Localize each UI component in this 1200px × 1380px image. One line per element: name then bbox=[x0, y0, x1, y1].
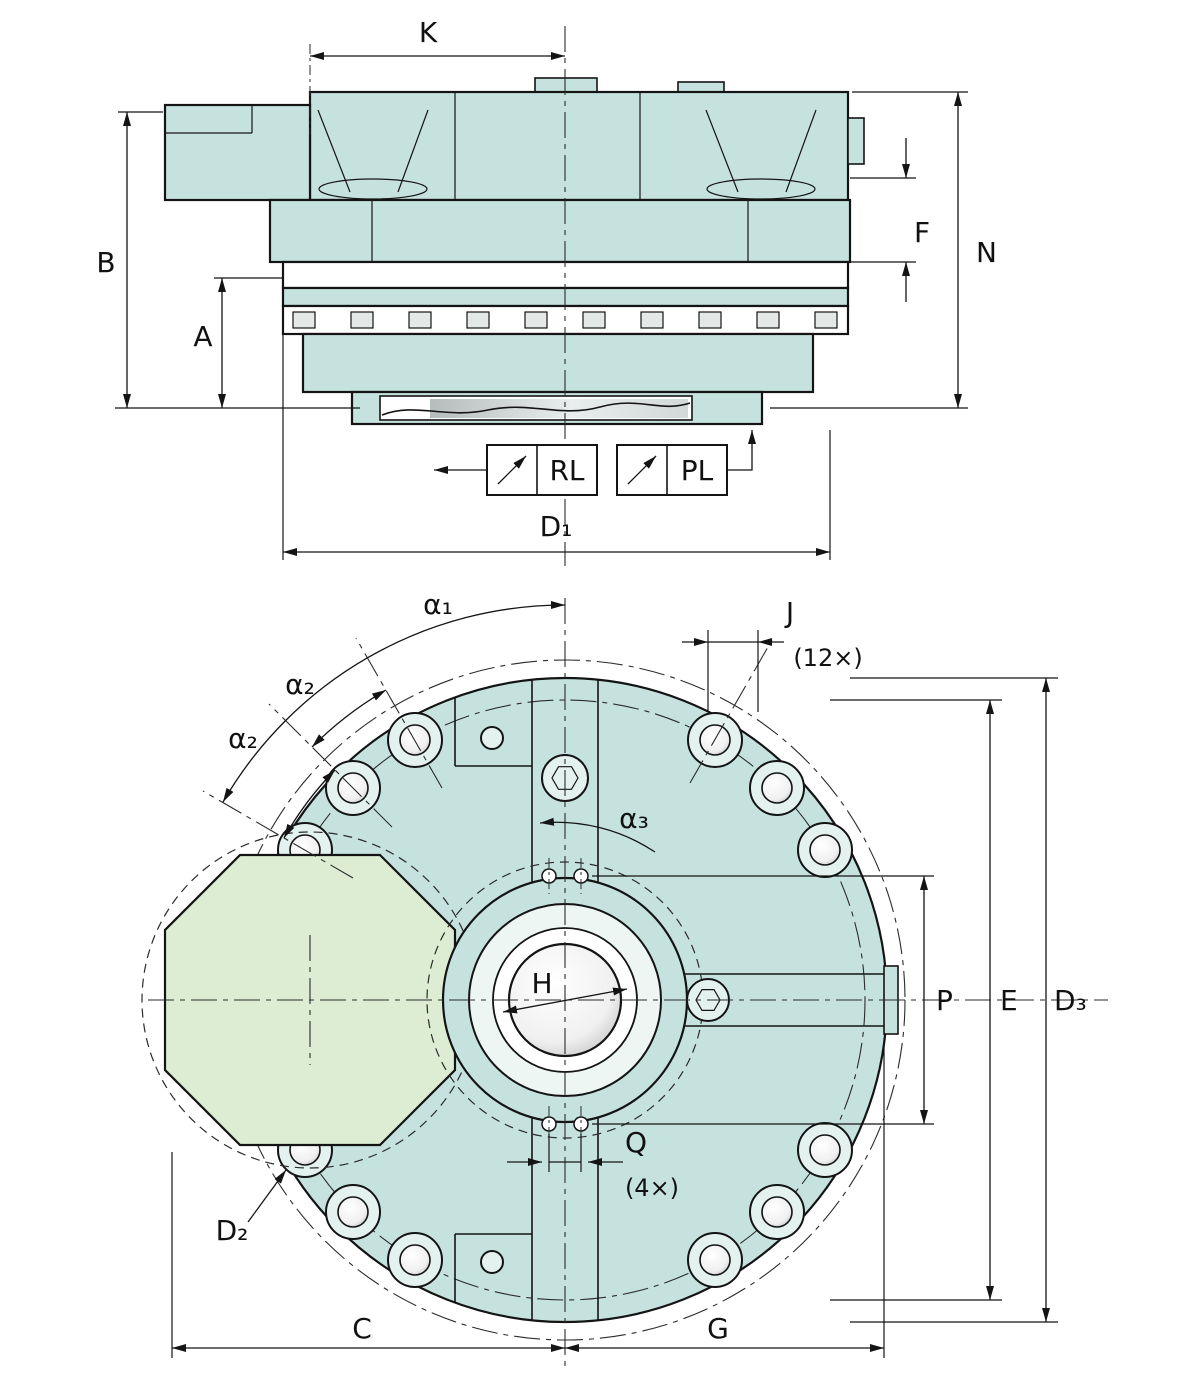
dim-label-N: N bbox=[976, 236, 997, 269]
front-view: α₁ α₂ α₂ α₃ J (12×) H bbox=[141, 588, 1108, 1368]
dim-label-alpha2b: α₂ bbox=[228, 722, 258, 755]
housing-body bbox=[163, 77, 865, 426]
dimension-B: B bbox=[96, 111, 360, 409]
port-indicator-RL: RL bbox=[434, 444, 598, 496]
bolt-hole bbox=[325, 1184, 381, 1240]
dim-label-E: E bbox=[1000, 984, 1018, 1017]
bolt-circle bbox=[264, 699, 866, 1301]
dim-label-A: A bbox=[193, 320, 212, 353]
bolt-stud bbox=[350, 311, 374, 329]
dim-label-F: F bbox=[914, 216, 930, 249]
dim-label-G: G bbox=[707, 1312, 729, 1345]
dim-label-B: B bbox=[96, 246, 115, 279]
bolt-stud bbox=[640, 311, 664, 329]
dimension-H: H bbox=[502, 967, 628, 1014]
side-section-view: K B A F N bbox=[96, 16, 997, 566]
dim-label-D1: D₁ bbox=[540, 510, 573, 543]
dimension-alpha2-a: α₂ bbox=[285, 668, 387, 748]
output-shaft bbox=[430, 399, 688, 418]
dim-label-D3: D₃ bbox=[1054, 984, 1087, 1017]
dim-label-P: P bbox=[936, 984, 953, 1017]
dimension-E: E bbox=[830, 699, 1018, 1301]
pin-hole bbox=[480, 1250, 504, 1274]
indicator-arrow-icon bbox=[627, 455, 657, 485]
dim-label-Q-count: (4×) bbox=[625, 1174, 679, 1202]
dim-label-K: K bbox=[419, 16, 438, 49]
bolt-hole bbox=[749, 1184, 805, 1240]
bolt-stud bbox=[698, 311, 722, 329]
dim-label-Q: Q bbox=[625, 1126, 647, 1159]
dimension-alpha3: α₃ bbox=[539, 802, 656, 853]
dimension-J: J (12×) bbox=[682, 596, 863, 712]
bolt-stud bbox=[814, 311, 838, 329]
dimension-alpha1: α₁ bbox=[222, 588, 566, 803]
port-label-RL: RL bbox=[549, 454, 584, 487]
bolt-stud bbox=[756, 311, 780, 329]
dimension-alpha2-b: α₂ bbox=[228, 722, 336, 839]
dimension-K: K bbox=[309, 16, 565, 135]
bolt-hole bbox=[687, 1232, 743, 1288]
port-label-PL: PL bbox=[681, 454, 714, 487]
bolt-hole bbox=[387, 1232, 443, 1288]
dim-label-C: C bbox=[352, 1312, 372, 1345]
bolt-hole bbox=[797, 822, 853, 878]
dimension-Q: Q (4×) bbox=[507, 1126, 679, 1202]
break-line bbox=[381, 402, 691, 416]
dim-label-alpha3: α₃ bbox=[619, 802, 649, 835]
bolt-hole bbox=[749, 760, 805, 816]
dim-label-J: J bbox=[784, 596, 794, 629]
dimension-D2: D₂ bbox=[216, 1169, 287, 1247]
dimension-D3: D₃ bbox=[850, 677, 1087, 1323]
dimension-F: F bbox=[845, 138, 930, 302]
pin-hole bbox=[480, 726, 504, 750]
dimension-N: N bbox=[770, 91, 997, 409]
dim-label-alpha1: α₁ bbox=[423, 588, 453, 621]
dim-label-alpha2: α₂ bbox=[285, 668, 315, 701]
housing-internal-lines bbox=[165, 92, 817, 262]
bolt-stud bbox=[524, 311, 548, 329]
bolt-stud bbox=[292, 311, 316, 329]
bolt-hole bbox=[797, 1122, 853, 1178]
dimension-G: G bbox=[565, 1038, 885, 1358]
bolt-stud bbox=[466, 311, 490, 329]
bolt-stud bbox=[582, 311, 606, 329]
dimension-P: P bbox=[592, 875, 953, 1125]
dimension-D1: D₁ bbox=[282, 300, 831, 560]
dim-label-H: H bbox=[531, 967, 552, 1000]
port-indicator-PL: PL bbox=[616, 430, 756, 496]
dim-label-J-count: (12×) bbox=[793, 644, 862, 672]
dimension-C: C bbox=[171, 1152, 565, 1358]
dimension-A: A bbox=[193, 277, 283, 408]
indicator-arrow-icon bbox=[497, 455, 527, 485]
dim-label-D2: D₂ bbox=[216, 1214, 249, 1247]
bolt-stud bbox=[408, 311, 432, 329]
